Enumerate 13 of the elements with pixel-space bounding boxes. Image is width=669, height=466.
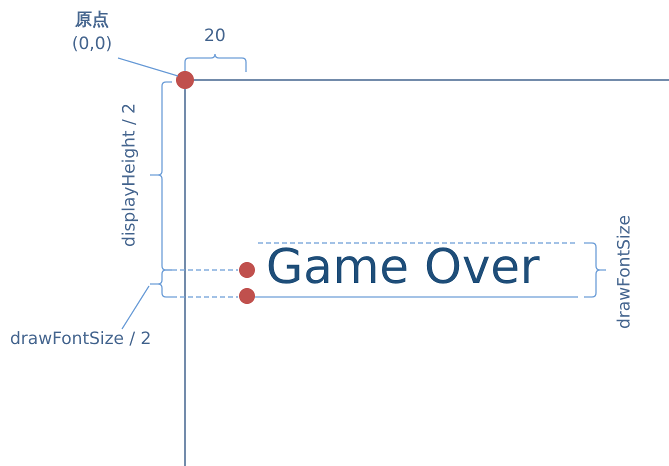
anchor-dot [239,288,255,304]
leader-line [118,57,178,77]
dimension-label: drawFontSize [616,215,634,329]
origin-dot [176,71,194,89]
dimension-label: 20 [204,28,226,45]
leader-line [121,286,150,330]
coordinate-label: (0,0) [70,33,114,56]
dimension-bracket [149,269,172,298]
origin-label: 原点 [74,9,110,32]
screen-text: Game Over [266,243,540,291]
dimension-label: displayHeight / 2 [122,103,138,247]
anchor-dot [239,262,255,278]
dimension-label: drawFontSize / 2 [10,331,152,348]
